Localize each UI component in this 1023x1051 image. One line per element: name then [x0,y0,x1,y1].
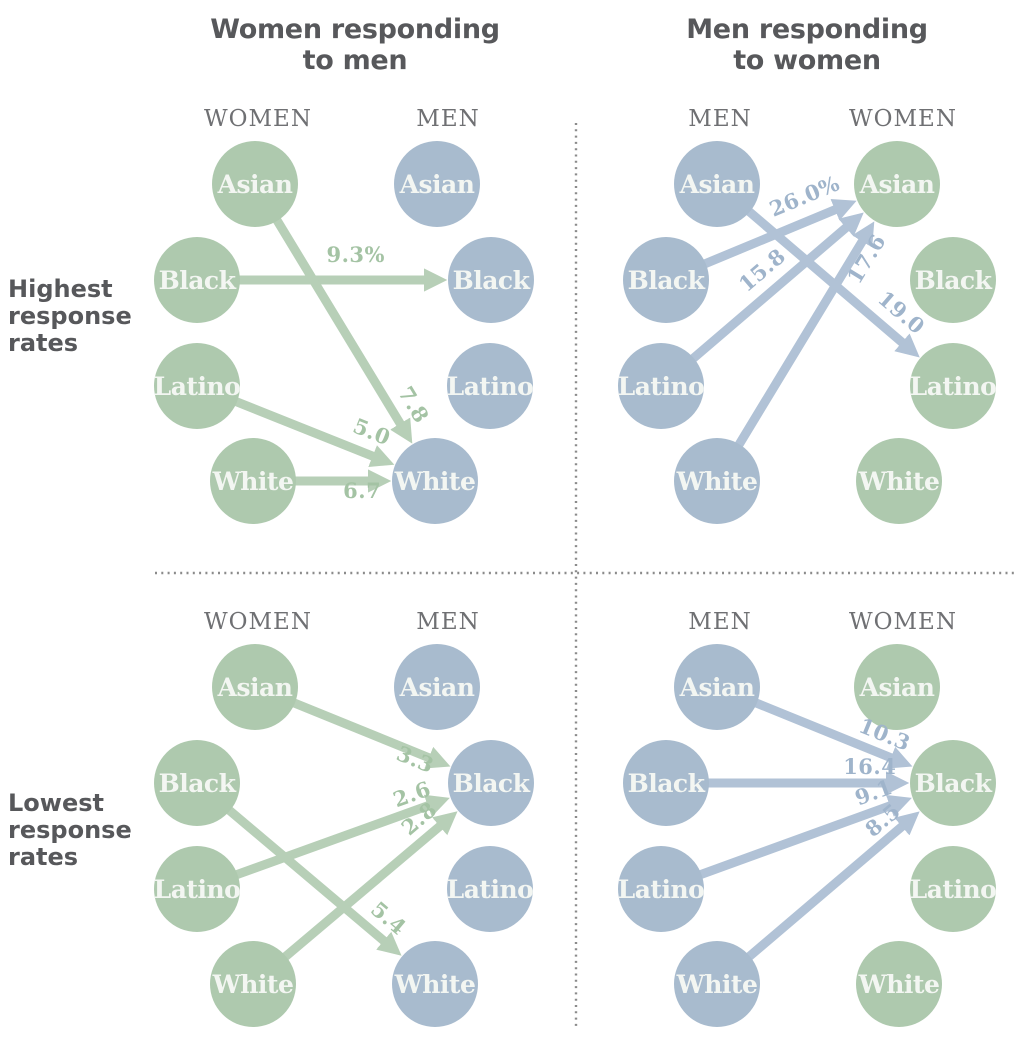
node-label: Black [159,266,237,295]
node-women-asian [212,644,298,730]
node-label: Black [628,769,706,798]
row-label-line: rates [8,329,79,357]
node-women-latino [154,846,240,932]
node-label: White [676,467,758,496]
row-label-highest-response-rates: Highest response rates [8,276,158,357]
node-men-black [448,740,534,826]
quadrant-dividers [155,123,1016,1030]
node-label: Asian [679,170,755,199]
node-label: Black [628,266,706,295]
node-label: Black [915,769,993,798]
arrow-value-label: 3.3 [393,741,438,778]
node-men-white [674,941,760,1027]
node-label: Asian [399,673,475,702]
arrows-layer [194,180,920,988]
node-label: Latino [910,875,997,904]
node-label: Asian [217,170,293,199]
title-line: Men responding [686,14,928,45]
node-label: Asian [679,673,755,702]
node-women-black [154,237,240,323]
node-men-latino [618,343,704,429]
node-women-black [154,740,240,826]
node-women-asian [212,141,298,227]
node-label: Latino [154,372,241,401]
node-men-white [674,438,760,524]
node-women-latino [154,343,240,429]
node-label: Black [453,769,531,798]
column-header-men: MEN [416,609,479,635]
node-men-black [623,237,709,323]
arrow-value-label: 9.3% [327,242,386,267]
node-label: Black [915,266,993,295]
column-header-women: WOMEN [204,609,312,635]
row-label-line: Highest [8,275,113,303]
node-label: Latino [154,875,241,904]
row-label-line: rates [8,843,79,871]
column-header-men: MEN [416,106,479,132]
arrow-asian-to-white [251,181,413,444]
title-women-responding-to-men: Women responding to men [155,14,555,76]
node-label: Latino [910,372,997,401]
row-label-line: response [8,302,132,330]
node-women-white [210,438,296,524]
node-label: White [212,970,294,999]
node-men-asian [674,644,760,730]
node-label: White [858,467,940,496]
arrow-value-label: 16.4 [843,754,896,779]
node-label: White [676,970,758,999]
node-men-black [448,237,534,323]
node-men-asian [394,141,480,227]
column-header-women: WOMEN [849,609,957,635]
node-label: Asian [217,673,293,702]
node-label: White [858,970,940,999]
node-men-latino [447,846,533,932]
node-men-asian [394,644,480,730]
column-header-men: MEN [688,609,751,635]
node-women-white [210,941,296,1027]
node-label: Asian [859,673,935,702]
node-women-asian [854,141,940,227]
node-men-latino [618,846,704,932]
node-women-black [910,740,996,826]
title-line: Women responding [210,14,500,45]
node-label: White [212,467,294,496]
node-label: White [394,970,476,999]
column-header-women: WOMEN [849,106,957,132]
node-women-black [910,237,996,323]
title-men-responding-to-women: Men responding to women [607,14,1007,76]
node-women-asian [854,644,940,730]
column-header-women: WOMEN [204,106,312,132]
node-men-white [392,941,478,1027]
node-men-latino [447,343,533,429]
arrow-value-label: 5.0 [350,413,395,450]
node-women-latino [910,343,996,429]
node-women-latino [910,846,996,932]
row-label-line: response [8,816,132,844]
node-label: Latino [618,372,705,401]
node-men-black [623,740,709,826]
arrow-value-label: 6.7 [343,478,381,503]
row-label-lowest-response-rates: Lowest response rates [8,790,158,871]
title-line: to women [733,45,881,76]
node-label: Black [159,769,237,798]
row-label-line: Lowest [8,789,104,817]
node-label: Latino [618,875,705,904]
node-women-white [856,438,942,524]
node-label: Latino [447,372,534,401]
node-women-white [856,941,942,1027]
node-label: White [394,467,476,496]
node-label: Latino [447,875,534,904]
column-header-men: MEN [688,106,751,132]
node-label: Asian [399,170,475,199]
node-label: Black [453,266,531,295]
arrow-white-to-asian [713,221,875,484]
node-label: Asian [859,170,935,199]
node-men-white [392,438,478,524]
title-line: to men [302,45,408,76]
column-headers-layer: WOMEN MEN MEN WOMEN WOMEN MEN MEN WOMEN [204,106,957,635]
node-men-asian [674,141,760,227]
